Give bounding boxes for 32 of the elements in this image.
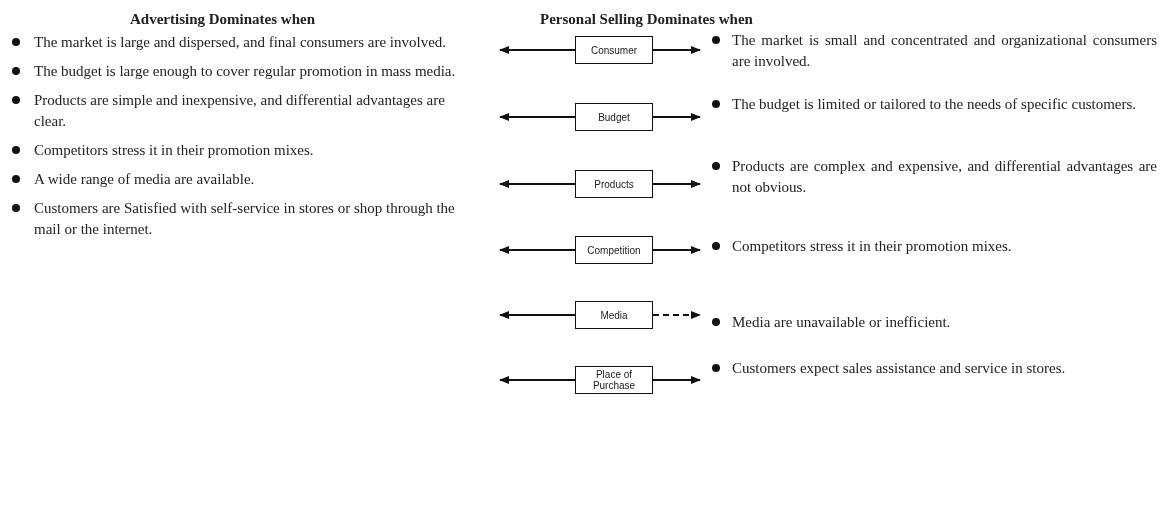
label-box: Products [575,170,653,198]
arrow [499,376,576,384]
bullet-text: A wide range of media are available. [34,170,256,189]
bullet-text: Products are complex and expensive, and differential advantages are not obvious. [732,157,1157,197]
bullet-text: Customers expect sales assistance and service in stores. [732,359,1067,378]
bullet-text: Customers are Satisfied with self-service in stores or shop through the mail or the internet. [34,199,456,239]
column-heading: Advertising Dominates when [130,10,315,29]
label-box: Consumer [575,36,653,64]
arrow [652,180,701,188]
arrow [499,46,576,54]
arrow [652,246,701,254]
arrow [652,46,701,54]
arrow [499,311,576,319]
bullet-text: Competitors stress it in their promotion mixes. [34,141,315,160]
bullet-text: The budget is limited or tailored to the needs of specific customers. [732,95,1138,114]
bullet-text: Competitors stress it in their promotion mixes. [732,237,1013,256]
label-box: Budget [575,103,653,131]
arrow [652,311,701,319]
bullet-text: The market is large and dispersed, and final consumers are involved. [34,33,448,52]
arrow [652,376,701,384]
bullet-text: Media are unavailable or inefficient. [732,313,952,332]
arrow [499,113,576,121]
label-box: Competition [575,236,653,264]
bullet-text: Products are simple and inexpensive, and differential advantages are clear. [34,91,446,131]
bullet-text: The budget is large enough to cover regular promotion in mass media. [34,62,457,81]
arrow [499,246,576,254]
bullet-text: The market is small and concentrated and organizational consumers are involved. [732,31,1157,71]
label-box: Media [575,301,653,329]
arrow [499,180,576,188]
arrow [652,113,701,121]
label-box: Place of Purchase [575,366,653,394]
column-heading: Personal Selling Dominates when [540,10,753,29]
